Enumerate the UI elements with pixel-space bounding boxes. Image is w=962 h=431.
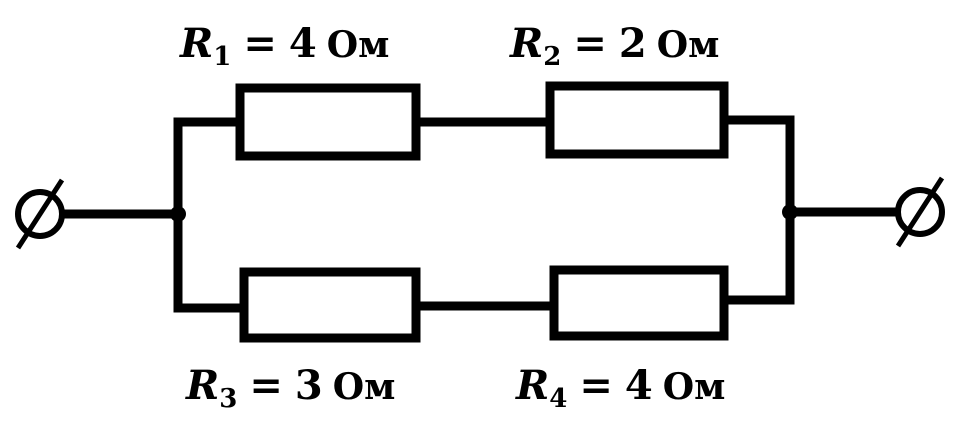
label-r2-value: 2 <box>618 20 647 67</box>
label-r4-symbol: R <box>516 362 550 409</box>
label-r2-index: 2 <box>543 42 562 72</box>
label-r3-index: 3 <box>219 384 238 414</box>
left-junction-node <box>170 206 186 222</box>
label-r4-index: 4 <box>549 384 568 414</box>
label-r3-equals: = <box>249 362 283 409</box>
label-r1-index: 1 <box>213 42 232 72</box>
label-r3-value: 3 <box>294 362 323 409</box>
label-r4-value: 4 <box>624 362 653 409</box>
resistor-r2 <box>545 81 729 159</box>
label-r2-equals: = <box>573 20 607 67</box>
right-terminal-slash <box>895 176 945 248</box>
label-r1-value: 4 <box>288 20 317 67</box>
resistor-r1 <box>235 83 421 161</box>
resistor-r3 <box>239 267 421 343</box>
label-r3-symbol: R <box>186 362 220 409</box>
left-terminal-slash <box>15 178 65 250</box>
label-r1-unit: Ом <box>326 24 390 66</box>
right-junction-node <box>782 204 798 220</box>
label-r2-symbol: R <box>510 20 544 67</box>
label-r2-unit: Ом <box>656 24 720 66</box>
label-r3-unit: Ом <box>332 366 396 408</box>
label-r1-symbol: R <box>180 20 214 67</box>
label-r1-equals: = <box>243 20 277 67</box>
label-r4-unit: Ом <box>662 366 726 408</box>
label-r4-equals: = <box>579 362 613 409</box>
resistor-r4 <box>549 265 729 341</box>
